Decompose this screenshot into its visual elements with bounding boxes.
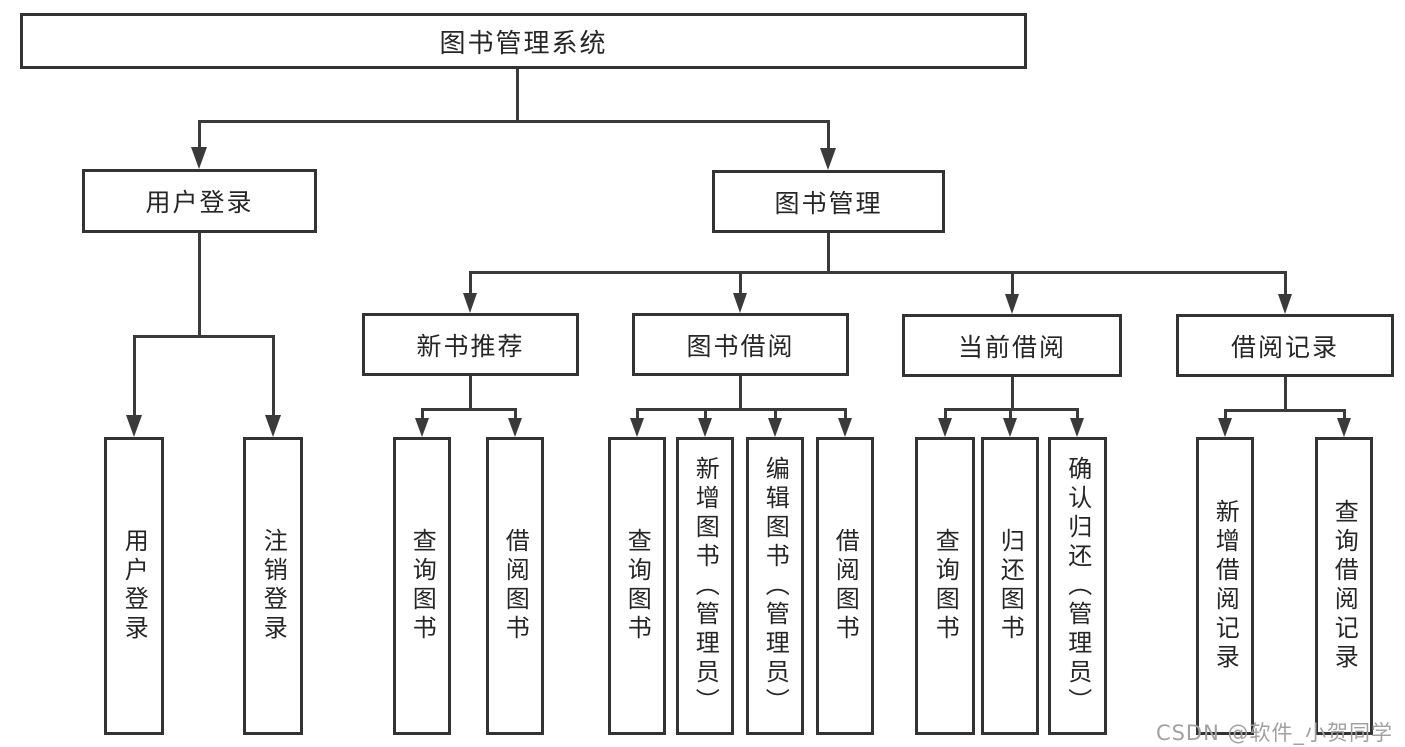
arrow-down-icon	[1004, 294, 1019, 314]
node-book-management: 图书管理	[712, 170, 945, 233]
connector-line	[468, 376, 472, 410]
leaf-logout: 注销登录	[243, 437, 303, 735]
leaf-label: 查询图书	[931, 528, 960, 644]
leaf-label: 用户登录	[120, 528, 149, 644]
arrow-down-icon	[462, 293, 477, 313]
arrow-down-icon	[820, 148, 836, 170]
connector-line	[1342, 409, 1346, 424]
node-label: 图书管理	[774, 188, 883, 218]
arrow-down-icon	[768, 418, 782, 437]
node-library-system: 图书管理系统	[20, 13, 1027, 69]
leaf-label: 借阅图书	[501, 528, 530, 644]
arrow-down-icon	[938, 418, 952, 437]
connector-line	[943, 408, 947, 424]
connector-line	[1008, 408, 1012, 424]
node-new-book-recommendation: 新书推荐	[362, 313, 579, 376]
leaf-label: 查询借阅记录	[1330, 499, 1359, 673]
node-label: 当前借阅	[957, 332, 1066, 362]
leaf-edit-books-admin: 编辑图书（管理员）	[746, 437, 804, 735]
leaf-borrow-books-recommend: 借阅图书	[486, 437, 544, 735]
connector-line	[635, 408, 639, 424]
connector-line	[197, 120, 201, 153]
connector-line	[513, 408, 517, 424]
arrow-down-icon	[1277, 294, 1292, 314]
leaf-query-books-recommend: 查询图书	[393, 437, 451, 735]
leaf-add-books-admin: 新增图书（管理员）	[676, 437, 734, 735]
leaf-confirm-return-admin: 确认归还（管理员）	[1048, 437, 1107, 735]
arrow-down-icon	[126, 415, 142, 437]
arrow-down-icon	[1337, 418, 1351, 437]
node-label: 借阅记录	[1230, 332, 1339, 362]
connector-line	[197, 233, 201, 337]
connector-line	[420, 408, 424, 424]
arrow-down-icon	[698, 418, 712, 437]
connector-line	[1223, 409, 1346, 412]
connector-line	[1010, 271, 1014, 300]
connector-line	[1283, 377, 1287, 411]
leaf-label: 确认归还（管理员）	[1063, 455, 1092, 717]
connector-line	[420, 408, 517, 411]
node-label: 用户登录	[145, 188, 254, 217]
leaf-query-books-borrow: 查询图书	[608, 437, 666, 735]
arrow-down-icon	[630, 418, 644, 437]
leaf-query-borrow-record: 查询借阅记录	[1315, 437, 1373, 735]
arrow-down-icon	[415, 418, 429, 437]
leaf-return-books: 归还图书	[981, 437, 1039, 735]
connector-line	[1283, 271, 1287, 300]
connector-line	[1010, 377, 1014, 410]
arrow-down-icon	[1070, 418, 1084, 437]
connector-line	[515, 69, 519, 123]
connector-line	[635, 408, 847, 411]
connector-line	[468, 271, 472, 299]
arrow-down-icon	[732, 293, 747, 313]
node-user-login: 用户登录	[82, 169, 317, 233]
connector-line	[843, 408, 847, 424]
connector-line	[271, 335, 275, 421]
connector-line	[826, 233, 830, 273]
node-label: 新书推荐	[416, 331, 525, 361]
node-label: 图书管理系统	[439, 28, 608, 59]
arrow-down-icon	[265, 415, 281, 437]
node-label: 图书借阅	[686, 331, 795, 361]
connector-line	[773, 408, 777, 424]
connector-line	[738, 271, 742, 299]
connector-line	[132, 335, 275, 338]
node-borrowing-records: 借阅记录	[1176, 314, 1394, 377]
connector-line	[132, 335, 136, 421]
arrow-down-icon	[191, 147, 207, 169]
leaf-label: 新增图书（管理员）	[691, 455, 720, 717]
leaf-label: 借阅图书	[831, 528, 860, 644]
leaf-label: 查询图书	[623, 528, 652, 644]
arrow-down-icon	[1003, 418, 1017, 437]
watermark: CSDN @软件_小贺同学	[1155, 721, 1393, 745]
leaf-user-login: 用户登录	[104, 437, 164, 735]
connector-line	[826, 120, 830, 154]
arrow-down-icon	[508, 418, 522, 437]
node-current-borrowing: 当前借阅	[902, 314, 1122, 377]
connector-line	[468, 271, 1287, 274]
leaf-label: 编辑图书（管理员）	[761, 455, 790, 717]
connector-line	[738, 376, 742, 410]
leaf-borrow-books: 借阅图书	[816, 437, 874, 735]
leaf-query-books-current: 查询图书	[915, 437, 975, 735]
leaf-label: 查询图书	[408, 528, 437, 644]
node-book-borrowing: 图书借阅	[632, 313, 849, 376]
arrow-down-icon	[838, 418, 852, 437]
leaf-label: 新增借阅记录	[1211, 499, 1240, 673]
leaf-label: 归还图书	[996, 528, 1025, 644]
leaf-add-borrow-record: 新增借阅记录	[1196, 437, 1254, 735]
connector-line	[1075, 408, 1079, 424]
leaf-label: 注销登录	[259, 528, 288, 644]
connector-line	[1223, 409, 1227, 424]
arrow-down-icon	[1218, 418, 1232, 437]
connector-line	[703, 408, 707, 424]
connector-line	[197, 120, 830, 123]
